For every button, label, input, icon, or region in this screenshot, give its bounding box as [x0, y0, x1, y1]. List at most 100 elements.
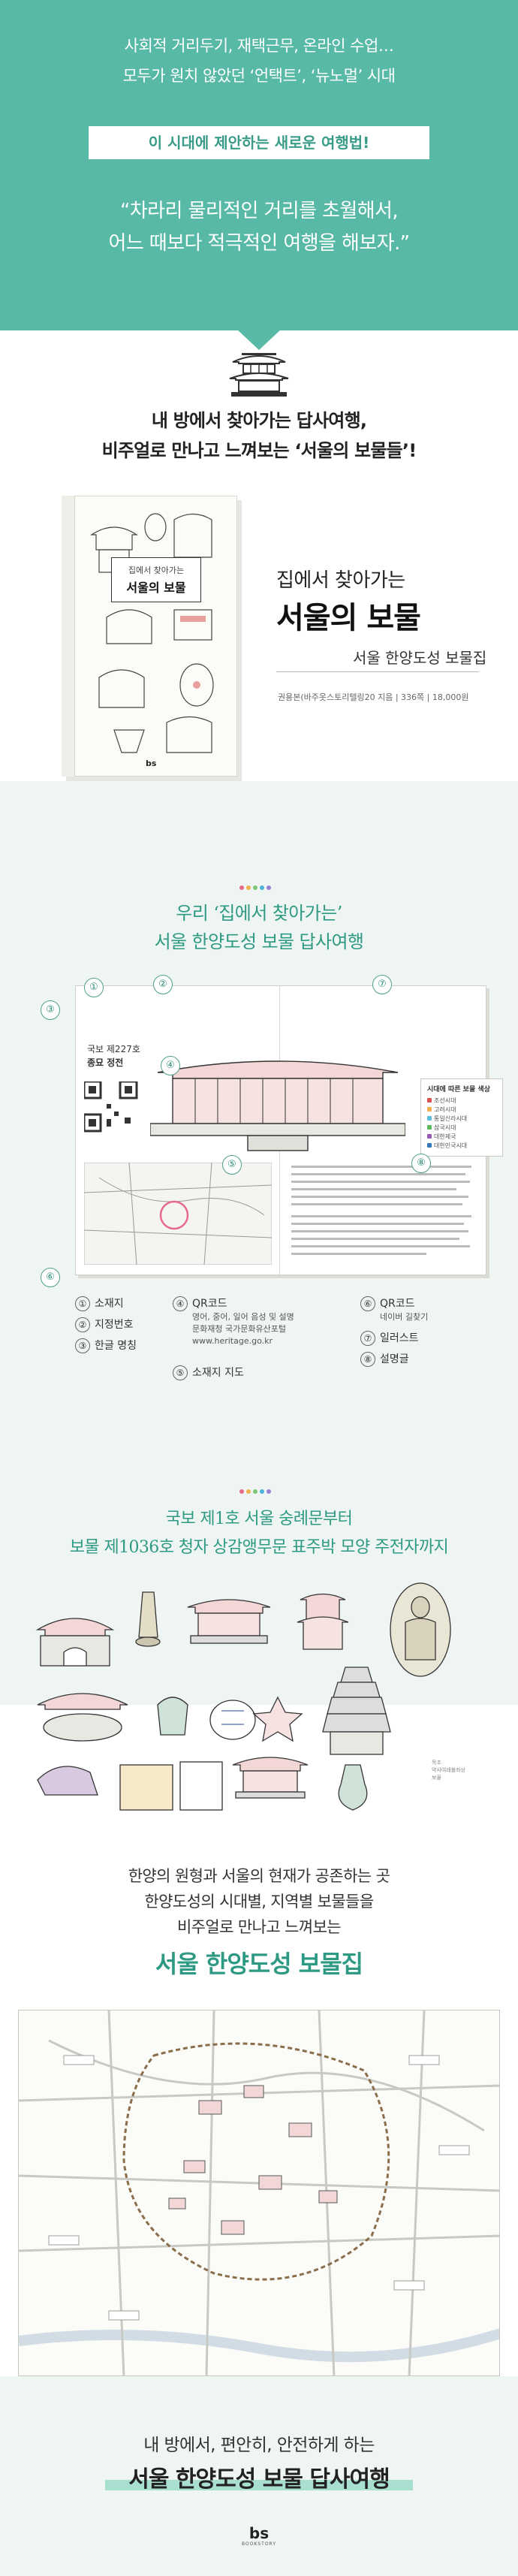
legend-swatch — [427, 1107, 432, 1112]
legend-item: 삼국시대 — [427, 1124, 496, 1133]
callout-label: QR코드 — [380, 1298, 415, 1310]
spread-marker-4: ④ — [161, 1056, 180, 1075]
hero-line-1: 사회적 거리두기, 재택근무, 온라인 수업… — [124, 37, 394, 55]
legend-swatch — [427, 1116, 432, 1121]
palace-icon — [229, 353, 289, 397]
decor-dots-1 — [239, 879, 279, 890]
title-divider — [276, 671, 479, 672]
artifact-note-line: 보물 — [432, 1775, 441, 1781]
hero-section: 사회적 거리두기, 재택근무, 온라인 수업… 모두가 원치 않았던 ‘언택트’… — [0, 0, 518, 330]
callout-num: ③ — [75, 1338, 90, 1353]
book-tagline: 서울 한양도성 보물집 — [353, 649, 487, 667]
callout-item: ① 소재지 — [75, 1296, 124, 1311]
book-cover-title-small: 집에서 찾아가는 — [128, 566, 185, 575]
artifacts-title-1: 국보 제1호 서울 숭례문부터 — [165, 1510, 353, 1528]
callout-num: ④ — [173, 1296, 188, 1311]
hanyang-map-illustration — [19, 2010, 499, 2375]
publisher-name: BOOKSTORY — [241, 2541, 277, 2547]
spread-qr-code — [84, 1081, 138, 1133]
spread-name: 종묘 정전 — [87, 1057, 124, 1068]
book-title-main: 서울의 보물 — [276, 601, 421, 635]
map-intro-line-2: 한양도성의 시대별, 지역별 보물들을 — [144, 1893, 374, 1911]
callout-num: ① — [75, 1296, 90, 1311]
callout-label: 설명글 — [380, 1353, 409, 1365]
hero-quote-2: 어느 때보다 적극적인 여행을 해보자.” — [108, 232, 411, 255]
legend-item: 고려시대 — [427, 1106, 496, 1115]
map-intro-line-1: 한양의 원형과 서울의 현재가 공존하는 곳 — [128, 1867, 390, 1885]
decor-dot — [253, 885, 257, 890]
book-cover-title-big: 서울의 보물 — [126, 581, 186, 595]
artifact-collage-illustration — [35, 1582, 451, 1811]
anatomy-title-2: 서울 한양도성 보물 답사여행 — [154, 931, 364, 952]
hero-quote-1: “차라리 물리적인 거리를 초월해서, — [119, 200, 399, 222]
spread-marker-7: ⑦ — [372, 975, 392, 994]
intro-heading-2: 비주얼로 만나고 느껴보는 ‘서울의 보물들’! — [101, 440, 417, 461]
closing-line-1: 내 방에서, 편안히, 안전하게 하는 — [143, 2436, 375, 2455]
legend-label: 대한민국시대 — [434, 1142, 468, 1149]
legend-label: 삼국시대 — [434, 1124, 456, 1131]
callout-label: 지정번호 — [95, 1319, 134, 1331]
callout-label: 일러스트 — [380, 1332, 419, 1344]
decor-dot — [239, 885, 244, 890]
spread-marker-8: ⑧ — [411, 1154, 431, 1173]
spread-description — [291, 1163, 477, 1262]
decor-dot — [246, 1489, 251, 1494]
callout-sub: www.heritage.go.kr — [192, 1336, 273, 1346]
callout-item: ⑦ 일러스트 — [360, 1331, 419, 1346]
legend-label: 고려시대 — [434, 1106, 456, 1113]
legend-swatch — [427, 1134, 432, 1139]
callout-num: ⑧ — [360, 1352, 375, 1367]
callout-num: ② — [75, 1317, 90, 1332]
closing-highlight — [105, 2480, 413, 2490]
book-cover — [62, 496, 237, 777]
book-meta: 권용본(바주옷스토리텔링20 지음 | 336쪽 | 18,000원 — [278, 692, 469, 702]
era-color-legend: 시대에 따른 보물 색상 조선시대 고려시대 통일신라시대 삼국시대 대한제국 … — [420, 1078, 503, 1157]
intro-heading-1: 내 방에서 찾아가는 답사여행, — [151, 410, 367, 431]
artifact-note-line: 목조 — [432, 1760, 441, 1766]
decor-dot — [260, 885, 264, 890]
legend-item: 조선시대 — [427, 1096, 496, 1106]
spread-code: 국보 제227호 — [87, 1044, 140, 1054]
hanyang-map — [18, 2010, 500, 2376]
legend-label: 조선시대 — [434, 1097, 456, 1104]
legend-item: 대한제국 — [427, 1133, 496, 1142]
spread-marker-3: ③ — [41, 1000, 60, 1020]
spread-text-lines — [291, 1166, 471, 1255]
spread-marker-1: ① — [84, 978, 104, 997]
book-title-sub: 집에서 찾아가는 — [276, 569, 405, 592]
callout-num: ⑥ — [360, 1296, 375, 1311]
map-intro-strong: 서울 한양도성 보물집 — [155, 1950, 363, 1978]
publisher-logo: bs BOOKSTORY — [240, 2525, 278, 2547]
legend-swatch — [427, 1143, 432, 1148]
callout-sub: 네이버 길찾기 — [380, 1312, 429, 1322]
callout-sub: 문화재청 국가문화유산포털 — [192, 1324, 286, 1334]
decor-dot — [267, 885, 271, 890]
closing-line-2: 서울 한양도성 보물 답사여행 — [128, 2466, 390, 2493]
closing-section-bg — [0, 2376, 518, 2576]
callout-item: ⑥ QR코드 네이버 길찾기 — [360, 1296, 428, 1323]
artifact-note: 목조 약사여래불좌상 보물 — [432, 1759, 507, 1781]
callout-item: ⑧ 설명글 — [360, 1352, 409, 1367]
legend-label: 대한제국 — [434, 1133, 456, 1140]
callout-num: ⑤ — [173, 1365, 188, 1380]
book-cover-title-box: 집에서 찾아가는 서울의 보물 — [111, 557, 201, 602]
hero-line-2: 모두가 원치 않았던 ‘언택트’, ‘뉴노멀’ 시대 — [122, 67, 396, 85]
legend-label: 통일신라시대 — [434, 1115, 468, 1122]
decor-dot — [260, 1489, 264, 1494]
book-spine — [62, 496, 75, 777]
artifact-note-line: 약사여래불좌상 — [432, 1767, 466, 1773]
legend-item: 통일신라시대 — [427, 1115, 496, 1124]
callout-label: 소재지 — [95, 1298, 124, 1310]
book-cover-illustration — [90, 513, 214, 753]
publisher-mark: bs — [248, 2524, 270, 2542]
callout-num: ⑦ — [360, 1331, 375, 1346]
decor-dot — [267, 1489, 271, 1494]
hero-badge: 이 시대에 제안하는 새로운 여행법! — [89, 126, 429, 159]
legend-title: 시대에 따른 보물 색상 — [427, 1086, 490, 1093]
decor-dot — [239, 1489, 244, 1494]
decor-dot — [246, 885, 251, 890]
